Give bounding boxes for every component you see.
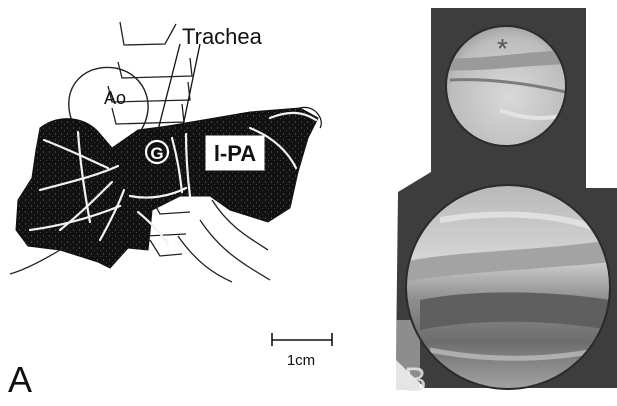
aorta-label: Ao bbox=[104, 88, 126, 108]
trachea-label: Trachea bbox=[182, 24, 263, 49]
panel-a-letter: A bbox=[8, 359, 32, 400]
scale-bar bbox=[272, 333, 332, 346]
asterisk-marker: * bbox=[497, 33, 508, 64]
panel-b-letter: B bbox=[404, 361, 427, 399]
panel-a: G l-PA Ao Trachea 1cm A bbox=[8, 22, 332, 400]
scale-bar-label: 1cm bbox=[287, 352, 315, 369]
graft-label: G bbox=[150, 144, 163, 163]
lpa-label: l-PA bbox=[214, 141, 256, 166]
pulmonary-vessels bbox=[16, 107, 321, 268]
panel-b: * B bbox=[396, 8, 617, 399]
